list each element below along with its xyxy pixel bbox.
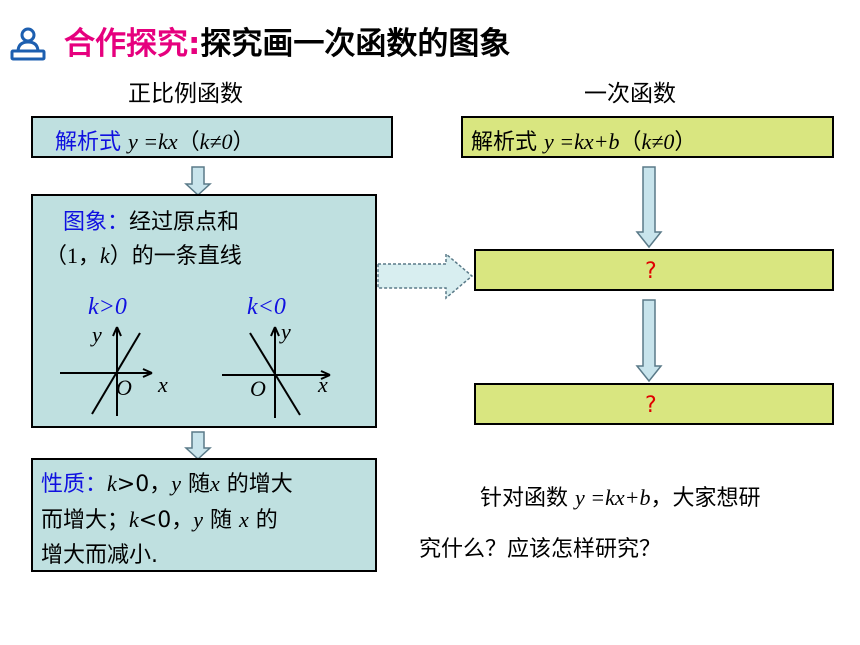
- props-p4: 而增大；: [41, 508, 130, 533]
- props-line-2: 而增大；k<0，y 随 x 的: [41, 502, 278, 534]
- pos-line: [91, 332, 141, 415]
- left-props-box: 性质：k>0，y 随x 的增大 而增大；k<0，y 随 x 的 增大而减小.: [31, 458, 377, 572]
- neg-y-label: y: [279, 319, 291, 344]
- question-line-1-b: ，大家想研: [650, 486, 761, 511]
- props-p7: 的: [248, 508, 278, 533]
- graph-line-2-k: k: [100, 243, 110, 268]
- left-formula-text: 解析式 y =kx（k≠0）: [55, 124, 255, 156]
- left-formula-cond: k≠0: [199, 129, 233, 154]
- question-line-1-expr: y =kx+b: [575, 485, 651, 510]
- question-line-1: 针对函数 y =kx+b，大家想研: [480, 480, 761, 512]
- neg-x-label: x: [317, 372, 328, 397]
- right-formula-box: 解析式 y =kx+b（k≠0）: [461, 116, 834, 158]
- props-line-3: 增大而减小.: [41, 543, 158, 568]
- graph-line-2-rest: ）的一条直线: [109, 244, 242, 269]
- graph-line-1-rest: 经过原点和: [129, 210, 240, 235]
- question-line-2: 究什么？应该怎样研究？: [419, 537, 662, 562]
- props-x2: x: [238, 507, 249, 532]
- right-formula-paren-close: ）: [674, 130, 697, 155]
- down-arrow-right-2: [635, 299, 663, 383]
- props-p3: 的增大: [219, 472, 293, 497]
- neg-origin-label: O: [250, 376, 266, 401]
- page-title: 合作探究:探究画一次函数的图象: [64, 18, 510, 63]
- props-y1: y: [171, 471, 181, 496]
- left-graph-box: 图象：经过原点和 （1，k）的一条直线: [31, 194, 377, 428]
- down-arrow-left-1: [184, 166, 212, 197]
- right-formula-paren-open: （: [619, 130, 642, 155]
- neg-line: [249, 332, 301, 416]
- title-rest: 探究画一次函数的图象: [200, 26, 511, 62]
- graph-line-1: 图象：经过原点和: [63, 204, 239, 236]
- right-formula-expr: y =kx+b: [544, 129, 620, 154]
- left-formula-paren-open: （: [177, 130, 200, 155]
- pos-origin-label: O: [116, 375, 132, 400]
- pos-y-arrow-head: [112, 326, 122, 337]
- pos-x-arrow-head: [142, 368, 153, 378]
- down-arrow-left-2: [184, 431, 212, 461]
- props-k2: k: [129, 507, 139, 532]
- left-formula-paren-close: ）: [232, 130, 255, 155]
- left-formula-box: 解析式 y =kx（k≠0）: [31, 116, 393, 158]
- question-line-1-a: 针对函数: [480, 486, 575, 511]
- graph-line-2: （1，k）的一条直线: [45, 238, 242, 270]
- props-p5: <0，: [138, 508, 194, 533]
- right-box-3: ?: [474, 383, 834, 425]
- right-formula-cond: k≠0: [641, 129, 675, 154]
- pos-cond-label: k>0: [88, 294, 127, 320]
- props-k1: k: [107, 471, 117, 496]
- props-line-1: 性质：k>0，y 随x 的增大: [41, 466, 293, 498]
- neg-x-arrow-head: [320, 370, 331, 380]
- right-box-3-question: ?: [645, 393, 657, 418]
- graph-line-2-open: （1，: [45, 243, 101, 268]
- props-p1: >0，: [116, 472, 172, 497]
- right-formula-label: 解析式: [471, 130, 538, 155]
- left-formula-expr: y =kx: [128, 129, 178, 154]
- pos-y-label: y: [90, 322, 102, 347]
- props-p2: 随: [180, 472, 210, 497]
- left-formula-label: 解析式: [55, 130, 122, 155]
- neg-y-arrow-head: [270, 326, 280, 337]
- right-arrow-dashed: [377, 252, 474, 300]
- person-at-computer-icon: [8, 26, 48, 62]
- pos-x-label: x: [157, 372, 168, 397]
- left-heading: 正比例函数: [128, 81, 243, 107]
- down-arrow-right-1: [635, 166, 663, 249]
- props-label: 性质：: [41, 472, 108, 497]
- props-y2: y: [193, 507, 203, 532]
- right-box-2: ?: [474, 249, 834, 291]
- right-heading: 一次函数: [584, 81, 676, 107]
- props-p6: 随: [202, 508, 239, 533]
- right-formula-text: 解析式 y =kx+b（k≠0）: [471, 124, 696, 156]
- graph-label: 图象：: [63, 210, 130, 235]
- neg-cond-label: k<0: [247, 294, 286, 320]
- title-highlight: 合作探究:: [64, 26, 201, 62]
- props-x1: x: [209, 471, 220, 496]
- right-box-2-question: ?: [645, 259, 657, 284]
